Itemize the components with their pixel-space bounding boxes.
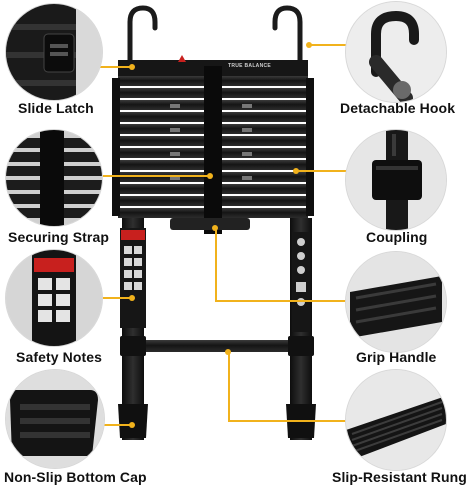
leader-dot [207,173,213,179]
leader-dot [129,295,135,301]
leader-coupling [296,170,348,172]
leader-dot [293,168,299,174]
leader-dot [129,64,135,70]
label-coupling: Coupling [366,229,428,245]
leader-bottom-cap [100,424,132,426]
leader-rung-h [228,420,348,422]
leader-securing-strap [100,175,210,177]
slip-resistant-rung-closeup [346,370,446,470]
safety-notes-closeup [6,250,102,346]
ladder-badge: TRUE BALANCE [228,63,272,69]
label-slide-latch: Slide Latch [18,100,94,116]
label-slip-resistant-rung: Slip-Resistant Rung [332,469,466,485]
securing-strap-closeup [6,130,102,226]
warning-sticker [120,228,146,328]
label-safety-notes: Safety Notes [16,349,103,365]
leader-safety-notes [100,297,132,299]
leader-rung-v [228,352,230,422]
bottom-cap-left [118,404,148,438]
slide-latch-closeup [6,4,102,100]
hook-left [127,5,158,65]
coupling-closeup [346,130,446,230]
leader-grip-handle-v [215,228,217,302]
hook-right [272,5,303,65]
bottom-cap-closeup [6,370,104,468]
leader-dot [129,422,135,428]
leader-dot [225,349,231,355]
leader-grip-handle-h [215,300,347,302]
label-grip-handle: Grip Handle [356,349,437,365]
lower-rung-1 [144,340,290,352]
detachable-hook-closeup [346,2,446,102]
leader-dot [212,225,218,231]
grip-handle [170,218,250,230]
label-securing-strap: Securing Strap [8,229,109,245]
label-non-slip-bottom-cap: Non-Slip Bottom Cap [4,469,147,485]
grip-handle-closeup [346,252,446,352]
leader-dot [306,42,312,48]
securing-strap-band [204,66,222,234]
leader-detachable-hook [310,44,348,46]
leader-slide-latch [100,66,132,68]
label-detachable-hook: Detachable Hook [340,100,456,116]
